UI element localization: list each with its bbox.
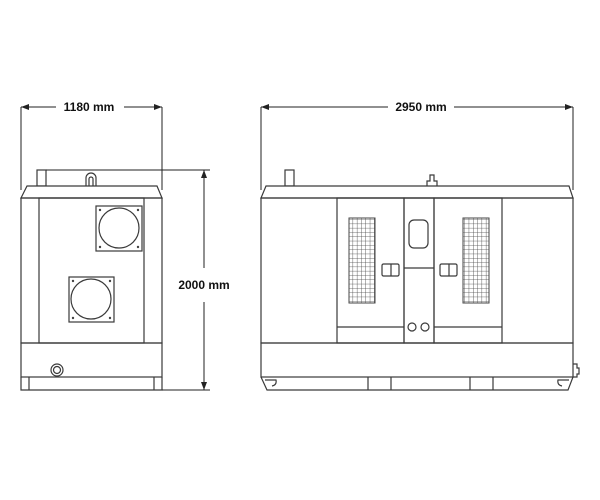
door-handle-right [439,263,458,277]
indicator-left [407,322,417,332]
feet [20,377,163,391]
front-view [20,169,163,391]
dimension-front-width: 1180 mm [20,100,163,190]
inner-panel [38,197,145,344]
base-frame [20,342,163,378]
skid [260,376,574,391]
front-width-label: 1180 mm [64,100,115,114]
forklift-pockets [367,377,494,390]
height-label: 2000 mm [178,278,229,292]
roof [20,185,163,199]
control-window [408,219,429,249]
vent-grille-right [462,217,490,304]
side-view [260,169,580,391]
fan-upper [95,205,143,252]
indicator-right [420,322,430,332]
side-length-label: 2950 mm [395,100,446,114]
exhaust-stack [36,169,47,187]
lifting-eye [85,172,97,186]
vent-grille-left [348,217,376,304]
side-fitting [573,363,580,378]
exhaust-stack-side [284,169,295,187]
door-lines [337,267,502,328]
roof-side [260,185,574,199]
body [20,197,163,344]
drain-outer [50,363,64,377]
base-frame-side [260,342,574,378]
top-fitting [426,174,438,186]
dimension-height: 2000 mm [46,169,230,391]
fan-lower [68,276,115,323]
door-handle-left [381,263,400,277]
drain-inner [52,365,62,375]
dimension-side-length: 2950 mm [260,100,574,190]
